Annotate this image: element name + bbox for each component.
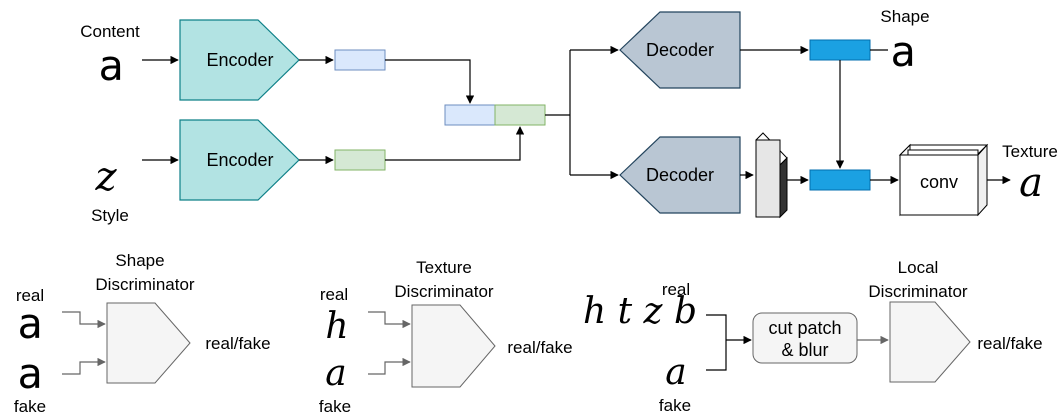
shape-disc-fake-label: fake: [14, 397, 46, 416]
local-disc-output: real/fake: [977, 334, 1042, 353]
content-encoder: Encoder: [179, 19, 300, 101]
local-discriminator-block: [889, 301, 971, 383]
shape-decoder-label: Decoder: [646, 40, 714, 60]
conv-label: conv: [920, 172, 958, 192]
cut-patch-label-1: cut patch: [768, 318, 841, 338]
texture-disc-fake-label: fake: [319, 397, 351, 416]
local-disc-fake-glyph: a: [665, 352, 686, 393]
shape-disc-real-arrow: [62, 311, 106, 329]
texture-disc-fake-glyph: a: [325, 353, 346, 394]
local-disc-merge-bracket: [706, 314, 727, 371]
style-encoder: Encoder: [179, 119, 300, 201]
texture-disc-real-arrow: [368, 311, 411, 329]
texture-disc-real-label: real: [320, 285, 348, 304]
shape-output-feature: [809, 39, 871, 61]
local-disc-fake-label: fake: [659, 396, 691, 415]
shape-disc-real-glyph: a: [17, 299, 42, 348]
texture-feature-map: [755, 132, 788, 219]
content-encoder-label: Encoder: [206, 50, 273, 70]
texture-decoder-label: Decoder: [646, 165, 714, 185]
texture-disc-fake-arrow: [368, 357, 411, 375]
content-feature-vector: [334, 49, 386, 71]
shape-output-glyph: a: [890, 27, 915, 76]
style-encoder-label: Encoder: [206, 150, 273, 170]
local-disc-real-label: real: [662, 280, 690, 299]
texture-decoder: Decoder: [619, 136, 741, 214]
cut-patch-blur-block: cut patch & blur: [752, 312, 858, 364]
conv-block: conv: [898, 143, 989, 217]
shape-disc-output: real/fake: [205, 334, 270, 353]
style-glyph: z: [94, 154, 117, 200]
texture-merged-feature: [809, 169, 871, 191]
concat-content-part: [444, 104, 496, 126]
shape-discriminator-block: [106, 302, 191, 384]
style-label: Style: [91, 206, 129, 225]
content-glyph: a: [98, 41, 123, 90]
texture-disc-real-glyph: h: [325, 306, 348, 347]
content-label: Content: [80, 22, 140, 41]
shape-disc-fake-arrow: [62, 357, 106, 375]
content-feature-to-concat-arrow: [385, 59, 475, 104]
texture-discriminator-block: [411, 304, 496, 388]
cut-patch-label-2: & blur: [781, 340, 828, 360]
texture-label: Texture: [1002, 142, 1058, 161]
texture-disc-title-1: Texture: [416, 258, 472, 277]
texture-output-glyph: a: [1019, 160, 1043, 206]
texture-disc-output: real/fake: [507, 338, 572, 357]
style-feature-to-concat-arrow: [385, 126, 525, 161]
shape-disc-fake-glyph: a: [17, 349, 42, 398]
local-disc-title-1: Local: [898, 258, 939, 277]
shape-decoder: Decoder: [619, 11, 741, 89]
shape-label: Shape: [880, 7, 929, 26]
texture-disc-title-2: Discriminator: [394, 282, 494, 301]
shape-disc-title-2: Discriminator: [95, 275, 195, 294]
style-feature-vector: [334, 149, 386, 171]
concat-style-part: [494, 104, 546, 126]
shape-disc-title-1: Shape: [115, 251, 164, 270]
shape-disc-real-label: real: [16, 286, 44, 305]
local-disc-title-2: Discriminator: [868, 282, 968, 301]
local-disc-real-glyphs: h t z b: [583, 291, 697, 332]
